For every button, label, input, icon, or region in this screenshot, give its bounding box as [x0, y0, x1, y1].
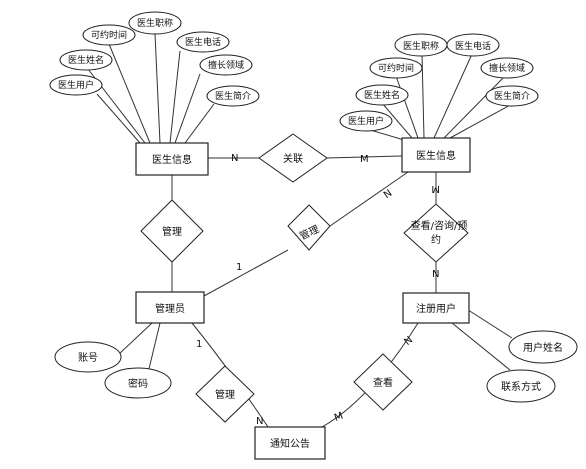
entity-admin[interactable]: 管理员	[135, 291, 205, 324]
attr-right-available-time: 可约时间	[369, 57, 423, 79]
card-right-view-bottom: N	[432, 269, 439, 280]
attr-left-intro-label: 医生简介	[215, 90, 251, 102]
attr-right-name-label: 医生姓名	[364, 89, 400, 101]
relationship-view-bottom[interactable]: 查看	[353, 353, 413, 411]
attr-left-title: 医生职称	[128, 11, 182, 35]
entity-doctor-info-left[interactable]: 医生信息	[135, 142, 209, 176]
relationship-manage-left[interactable]: 管理	[140, 199, 204, 263]
attr-left-specialty: 擅长领域	[199, 54, 253, 76]
attr-right-specialty: 擅长领域	[480, 57, 534, 79]
entity-doctor-info-right-label: 医生信息	[416, 149, 456, 162]
entity-notice-label: 通知公告	[270, 437, 310, 450]
entity-registered-user-label: 注册用户	[416, 302, 456, 315]
relationship-manage-bottom-label: 管理	[215, 388, 235, 401]
attr-right-phone-label: 医生电话	[455, 40, 491, 52]
attr-user-contact-label: 联系方式	[501, 380, 541, 393]
card-admin-notice: 1	[196, 339, 202, 350]
attr-admin-account-label: 账号	[78, 352, 98, 364]
card-assoc-right: M	[360, 154, 369, 165]
relationship-associate-label: 关联	[283, 152, 303, 165]
relationship-manage-center[interactable]: 管理	[287, 204, 331, 251]
card-right-view-top: M	[431, 183, 440, 194]
connector-lines	[87, 33, 513, 428]
attr-right-title: 医生职称	[394, 33, 448, 57]
attr-admin-password-label: 密码	[128, 377, 148, 390]
relationship-manage-bottom[interactable]: 管理	[195, 365, 255, 423]
attr-right-intro-label: 医生简介	[494, 90, 530, 102]
attr-right-user-label: 医生用户	[348, 115, 384, 127]
relationship-view-bottom-label: 查看	[373, 376, 393, 389]
attr-right-name: 医生姓名	[355, 84, 409, 106]
attr-admin-account: 账号	[54, 341, 122, 373]
attr-right-intro: 医生简介	[485, 85, 539, 107]
attr-right-specialty-label: 擅长领域	[489, 62, 525, 74]
attr-left-available-time-label: 可约时间	[91, 29, 127, 41]
attr-user-username-label: 用户姓名	[523, 341, 563, 354]
relationship-manage-left-label: 管理	[162, 225, 182, 238]
attr-left-available-time: 可约时间	[82, 24, 136, 46]
entity-registered-user[interactable]: 注册用户	[402, 292, 470, 324]
entity-notice[interactable]: 通知公告	[254, 426, 326, 460]
attr-left-user: 医生用户	[49, 74, 103, 96]
card-user-view: N	[402, 335, 415, 348]
attr-left-name-label: 医生姓名	[68, 54, 104, 66]
attr-left-name: 医生姓名	[59, 49, 113, 71]
relationship-associate[interactable]: 关联	[258, 133, 328, 183]
entity-doctor-info-right[interactable]: 医生信息	[401, 137, 471, 173]
attr-left-title-label: 医生职称	[137, 17, 173, 29]
attr-user-username: 用户姓名	[508, 330, 578, 364]
attr-left-intro: 医生简介	[206, 85, 260, 107]
attr-left-user-label: 医生用户	[58, 79, 94, 91]
relationship-view-consult-book[interactable]: 查看/咨询/预 约	[403, 203, 469, 263]
attr-left-specialty-label: 擅长领域	[208, 59, 244, 71]
attr-admin-password: 密码	[104, 367, 172, 399]
attr-right-title-label: 医生职称	[403, 40, 439, 52]
attr-left-phone: 医生电话	[176, 31, 230, 53]
card-right-manage: N	[382, 188, 394, 201]
attr-user-contact: 联系方式	[486, 369, 556, 403]
card-admin-manage: 1	[236, 262, 242, 273]
relationship-view-consult-book-line2: 约	[431, 233, 441, 246]
entity-admin-label: 管理员	[155, 302, 185, 315]
attr-right-phone: 医生电话	[446, 33, 500, 57]
relationship-view-consult-book-line1: 查看/咨询/预	[411, 219, 468, 232]
attr-left-phone-label: 医生电话	[185, 36, 221, 48]
card-assoc-left: N	[231, 153, 238, 164]
card-notice-manage: N	[256, 416, 263, 427]
card-notice-view: M	[333, 411, 345, 424]
attr-right-available-time-label: 可约时间	[378, 62, 414, 74]
attr-right-user: 医生用户	[339, 110, 393, 132]
entity-doctor-info-left-label: 医生信息	[152, 153, 192, 166]
